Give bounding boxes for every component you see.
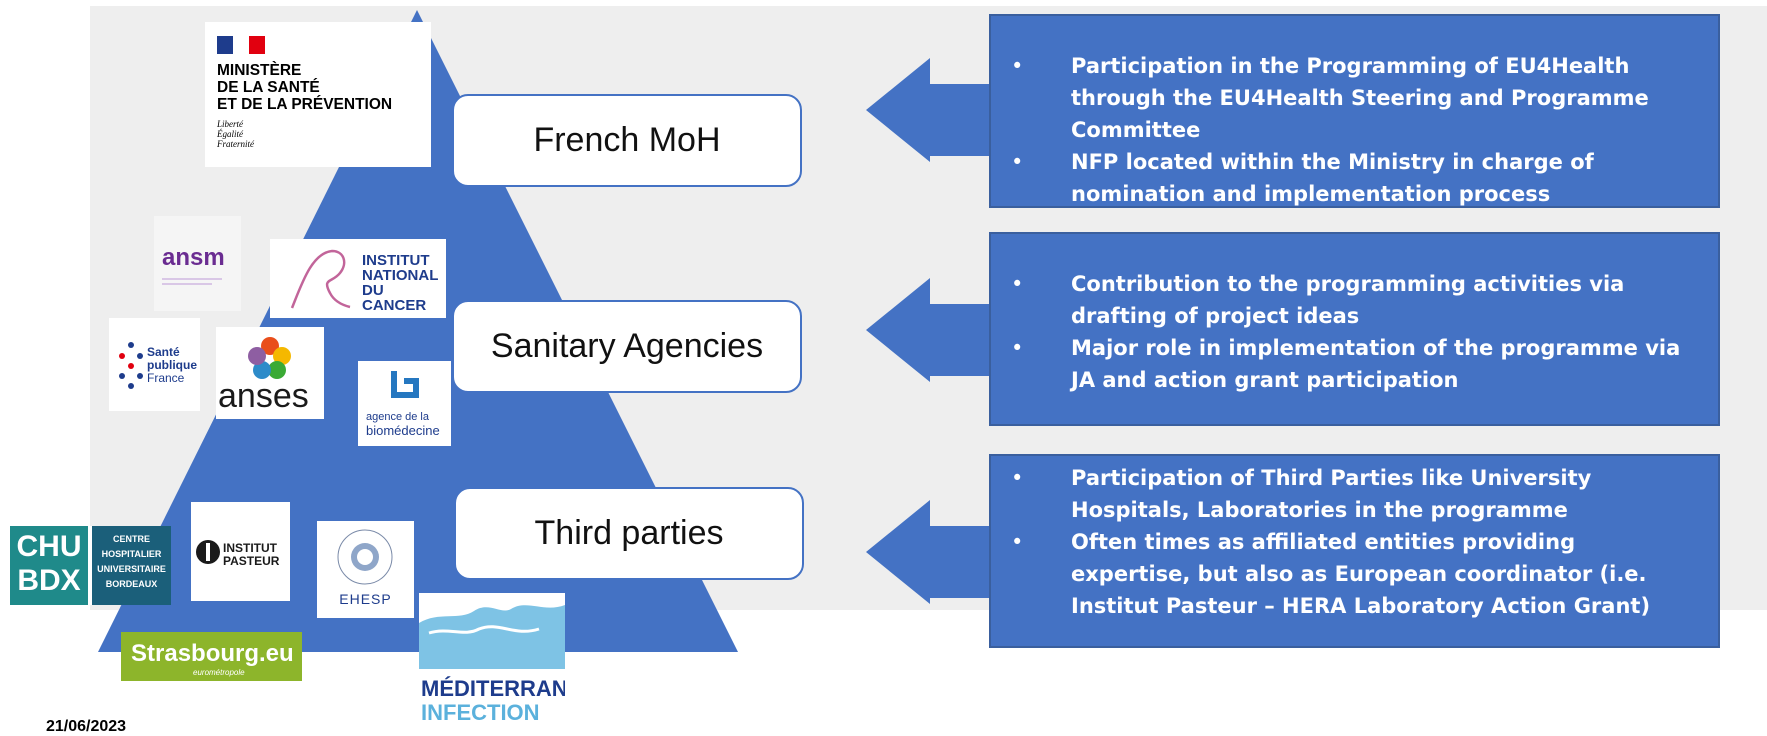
bullet-item: Major role in implementation of the prog…: [991, 332, 1718, 396]
logo-ministere-sante: MINISTÈRE DE LA SANTÉ ET DE LA PRÉVENTIO…: [205, 22, 431, 167]
tier-label: Third parties: [534, 514, 724, 552]
tier-label: French MoH: [533, 121, 721, 159]
logo-text: DE LA SANTÉ: [217, 79, 320, 96]
logo-text: CENTRE: [112, 534, 150, 544]
french-flag-icon: [217, 36, 265, 54]
logo-text: BORDEAUX: [105, 579, 158, 589]
logo-strasbourg: Strasbourg.eu eurométropole: [121, 632, 302, 681]
ehesp-emblem-icon: [337, 529, 393, 585]
tier-box-french-moh: French MoH: [452, 94, 802, 187]
logo-motto: Liberté: [217, 119, 243, 129]
logo-text: HOSPITALIER: [101, 549, 162, 559]
bullet-list: Participation in the Programming of EU4H…: [991, 50, 1718, 210]
logo-ansm: ansm: [154, 216, 241, 311]
logo-text: INFECTION: [421, 700, 540, 725]
mediterranean-map-icon: [419, 605, 565, 669]
logo-text: Strasbourg.eu: [131, 640, 294, 667]
bullet-list: Contribution to the programming activiti…: [991, 268, 1718, 396]
bullet-item: Participation in the Programming of EU4H…: [991, 50, 1718, 146]
logo-text: PASTEUR: [223, 554, 280, 568]
slide-date: 21/06/2023: [46, 718, 127, 735]
info-box-sanitary-agencies: Contribution to the programming activiti…: [989, 232, 1720, 426]
logo-sante-publique-france: Santé publique France: [109, 318, 200, 411]
logo-text: CHU: [16, 530, 82, 563]
pasteur-emblem-icon: [196, 540, 220, 564]
logo-text: Santé: [147, 345, 180, 359]
logo-motto: Égalité: [217, 129, 243, 139]
logo-text: biomédecine: [366, 423, 440, 438]
logo-chu-bordeaux: CHU BDX CENTRE HOSPITALIER UNIVERSITAIRE…: [10, 526, 171, 605]
logo-text: anses: [218, 377, 309, 415]
logo-agence-biomedecine: agence de la biomédecine: [358, 361, 451, 446]
logo-text: INSTITUT: [362, 252, 430, 269]
logo-anses: anses: [216, 327, 324, 419]
logo-text: EHESP: [339, 591, 392, 607]
abm-bracket-icon: [391, 371, 419, 398]
info-box-third-parties: Participation of Third Parties like Univ…: [989, 454, 1720, 648]
info-box-french-moh: Participation in the Programming of EU4H…: [989, 14, 1720, 208]
arrow-left-icon: [866, 278, 1020, 382]
logo-text: DU CANCER: [362, 282, 427, 314]
logo-text: ET DE LA PRÉVENTION: [217, 96, 393, 113]
logo-text: NATIONAL: [362, 267, 439, 284]
logo-text: ansm: [162, 244, 225, 271]
logo-text: UNIVERSITAIRE: [97, 564, 166, 574]
logo-text: MÉDITERRANÉE: [421, 676, 565, 701]
logo-motto: Fraternité: [217, 139, 254, 149]
inca-figure-icon: [290, 249, 351, 309]
logo-mediterranee-infection: MÉDITERRANÉE INFECTION: [419, 593, 565, 729]
logo-text: France: [147, 371, 185, 385]
tier-box-third-parties: Third parties: [454, 487, 804, 580]
logo-inca: INSTITUT NATIONAL DU CANCER: [270, 239, 446, 318]
logo-institut-pasteur: INSTITUT PASTEUR: [191, 502, 290, 601]
arrow-left-icon: [866, 58, 1020, 162]
bullet-item: NFP located within the Ministry in charg…: [991, 146, 1718, 210]
logo-text: eurométropole: [193, 668, 245, 677]
bullet-item: Contribution to the programming activiti…: [991, 268, 1718, 332]
logo-text: INSTITUT: [223, 541, 277, 555]
logo-text: MINISTÈRE: [217, 62, 302, 79]
bullet-item: Participation of Third Parties like Univ…: [991, 462, 1718, 526]
anses-flower-icon: [248, 337, 291, 379]
bullet-list: Participation of Third Parties like Univ…: [991, 462, 1718, 622]
logo-text: BDX: [17, 564, 81, 597]
arrow-left-icon: [866, 500, 1020, 604]
bullet-item: Often times as affiliated entities provi…: [991, 526, 1718, 622]
tier-box-sanitary-agencies: Sanitary Agencies: [452, 300, 802, 393]
spf-dots-icon: [119, 342, 143, 389]
logo-ehesp: EHESP: [317, 521, 414, 618]
logo-text: publique: [147, 358, 197, 372]
logo-text: agence de la: [366, 411, 429, 423]
tier-label: Sanitary Agencies: [490, 327, 764, 365]
